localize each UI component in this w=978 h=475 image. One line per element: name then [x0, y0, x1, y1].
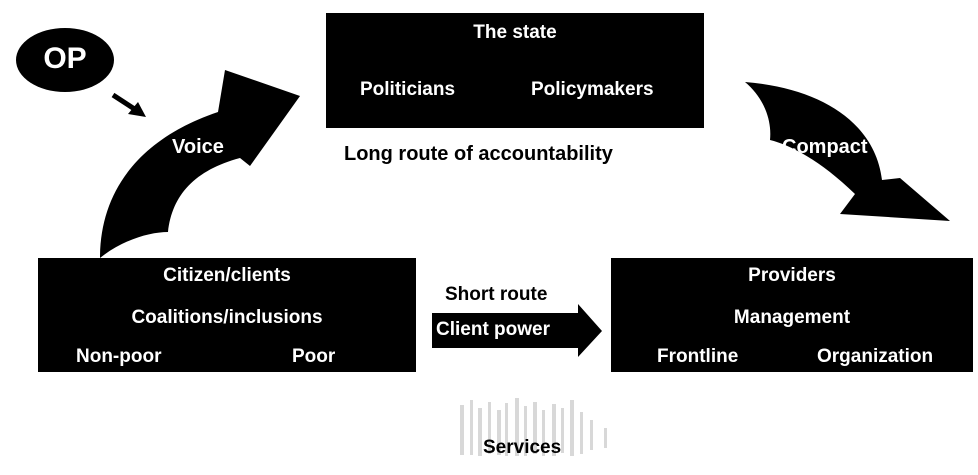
providers-box: Providers Management Frontline Organizat… — [611, 258, 973, 372]
long-route-label: Long route of accountability — [344, 143, 613, 165]
op-label: OP — [43, 42, 87, 75]
services-label: Services — [483, 437, 562, 458]
state-policymakers: Policymakers — [531, 79, 654, 100]
state-title: The state — [473, 22, 557, 43]
client-power-label: Client power — [436, 319, 551, 340]
client-power-arrow — [432, 304, 602, 357]
services-shading — [460, 398, 607, 456]
compact-arrow — [745, 82, 950, 221]
providers-title: Providers — [748, 265, 836, 286]
short-route-label: Short route — [445, 284, 548, 305]
citizens-title: Citizen/clients — [163, 265, 291, 286]
compact-label: Compact — [782, 136, 868, 158]
citizens-coalitions: Coalitions/inclusions — [131, 307, 323, 328]
citizens-non-poor: Non-poor — [76, 346, 162, 367]
providers-organization: Organization — [817, 346, 934, 367]
providers-frontline: Frontline — [657, 346, 739, 367]
op-ellipse: OP — [16, 28, 114, 92]
citizens-poor: Poor — [292, 346, 336, 367]
voice-arrow — [100, 70, 300, 258]
op-pointer-arrow — [111, 92, 146, 117]
state-box: The state Politicians Policymakers — [326, 13, 704, 128]
providers-management: Management — [733, 307, 851, 328]
state-politicians: Politicians — [360, 79, 456, 100]
citizens-box: Citizen/clients Coalitions/inclusions No… — [38, 258, 416, 372]
voice-label: Voice — [172, 136, 224, 158]
